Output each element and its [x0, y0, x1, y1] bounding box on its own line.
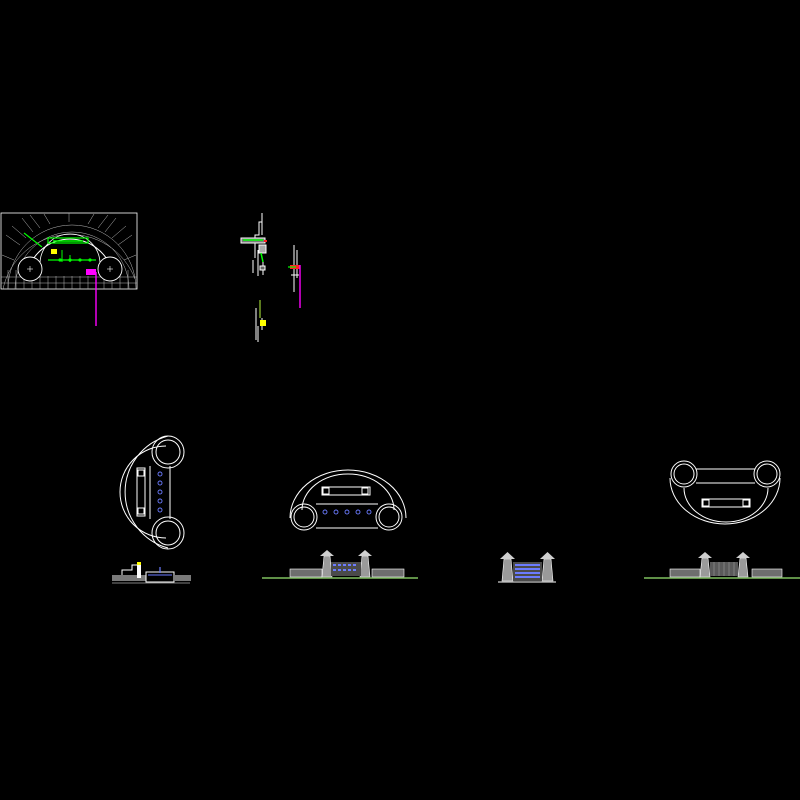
elevation-front-narrow: [498, 552, 556, 583]
section-detail-b: [288, 245, 301, 308]
elevation-side: [112, 562, 191, 584]
plan-view-left: [119, 435, 185, 550]
elevation-rear-wide: [644, 552, 800, 579]
plaza-site-plan: [0, 212, 138, 326]
elevation-front-wide: [262, 550, 418, 579]
plan-view-right: [669, 460, 781, 525]
section-detail-a: [240, 213, 267, 342]
plan-view-center: [289, 469, 407, 531]
